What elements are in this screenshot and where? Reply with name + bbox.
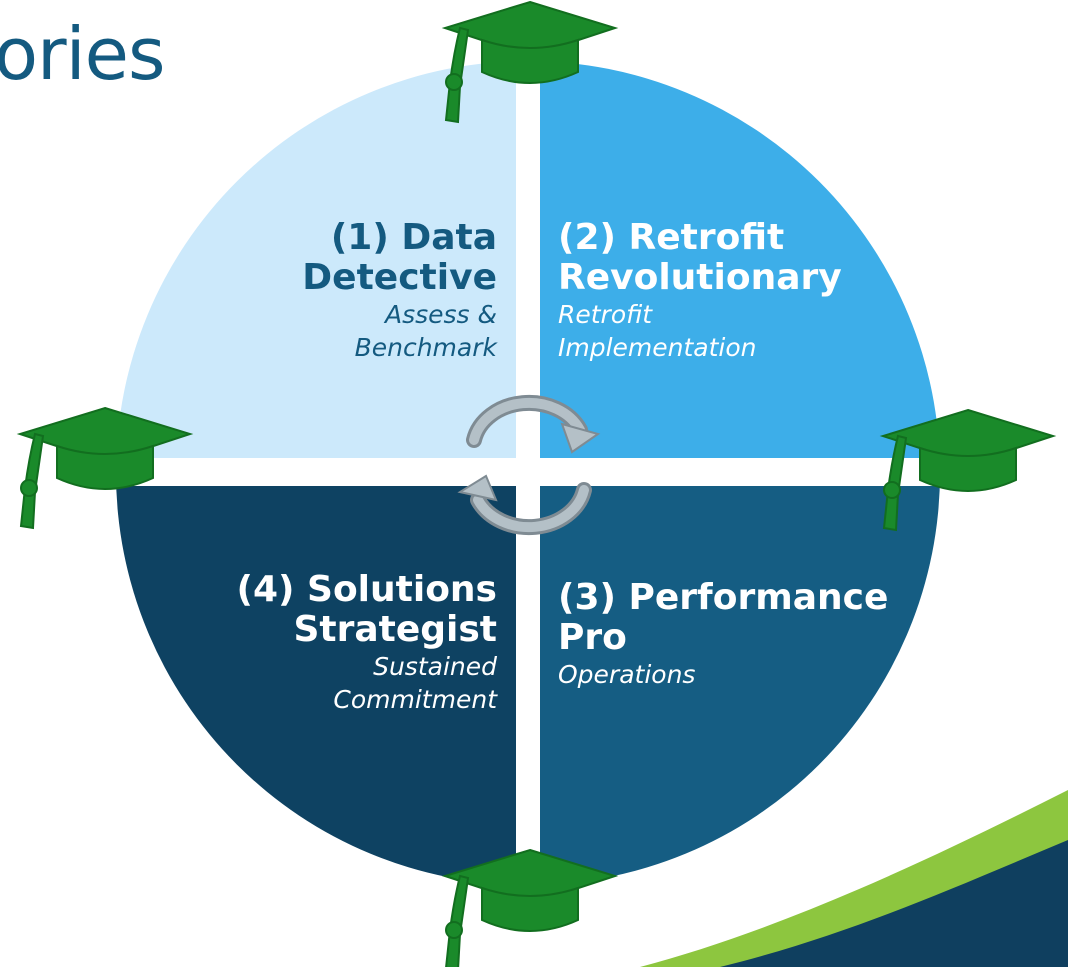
corner-swoosh (640, 790, 1068, 967)
quadrant-4-heading-line2: Strategist (293, 609, 497, 650)
quadrant-2-subtitle-line2: Implementation (558, 333, 757, 362)
quadrant-1-subtitle-line1: Assess & (384, 300, 497, 329)
page-title: ories (0, 12, 165, 96)
quadrant-3-label: (3) Performance Pro Operations (558, 578, 918, 691)
quadrant-4-subtitle-line2: Commitment (333, 685, 497, 714)
graduation-cap-icon-bottom (444, 849, 616, 967)
quadrant-2-label: (2) Retrofit Revolutionary Retrofit Impl… (558, 218, 888, 364)
quadrant-3-heading-line2: Pro (558, 617, 627, 658)
quadrant-1-heading-line1: (1) Data (330, 217, 497, 258)
quadrant-1-heading-line2: Detective (302, 257, 497, 298)
quadrant-1-label: (1) Data Detective Assess & Benchmark (250, 218, 497, 364)
quadrant-2-heading-line1: (2) Retrofit (558, 217, 785, 258)
cycle-circle (116, 61, 940, 885)
quadrant-2-heading-line2: Revolutionary (558, 257, 842, 298)
quadrant-4-label: (4) Solutions Strategist Sustained Commi… (180, 570, 497, 716)
cycle-arrows-icon (457, 394, 601, 536)
quadrant-1-subtitle-line2: Benchmark (354, 333, 497, 362)
quadrant-4-subtitle-line1: Sustained (373, 652, 497, 681)
quadrant-4-heading-line1: (4) Solutions (236, 569, 497, 610)
quadrant-2-subtitle-line1: Retrofit (558, 300, 653, 329)
quadrant-3-heading-line1: (3) Performance (558, 577, 889, 618)
quadrant-3-subtitle-line1: Operations (558, 660, 696, 689)
